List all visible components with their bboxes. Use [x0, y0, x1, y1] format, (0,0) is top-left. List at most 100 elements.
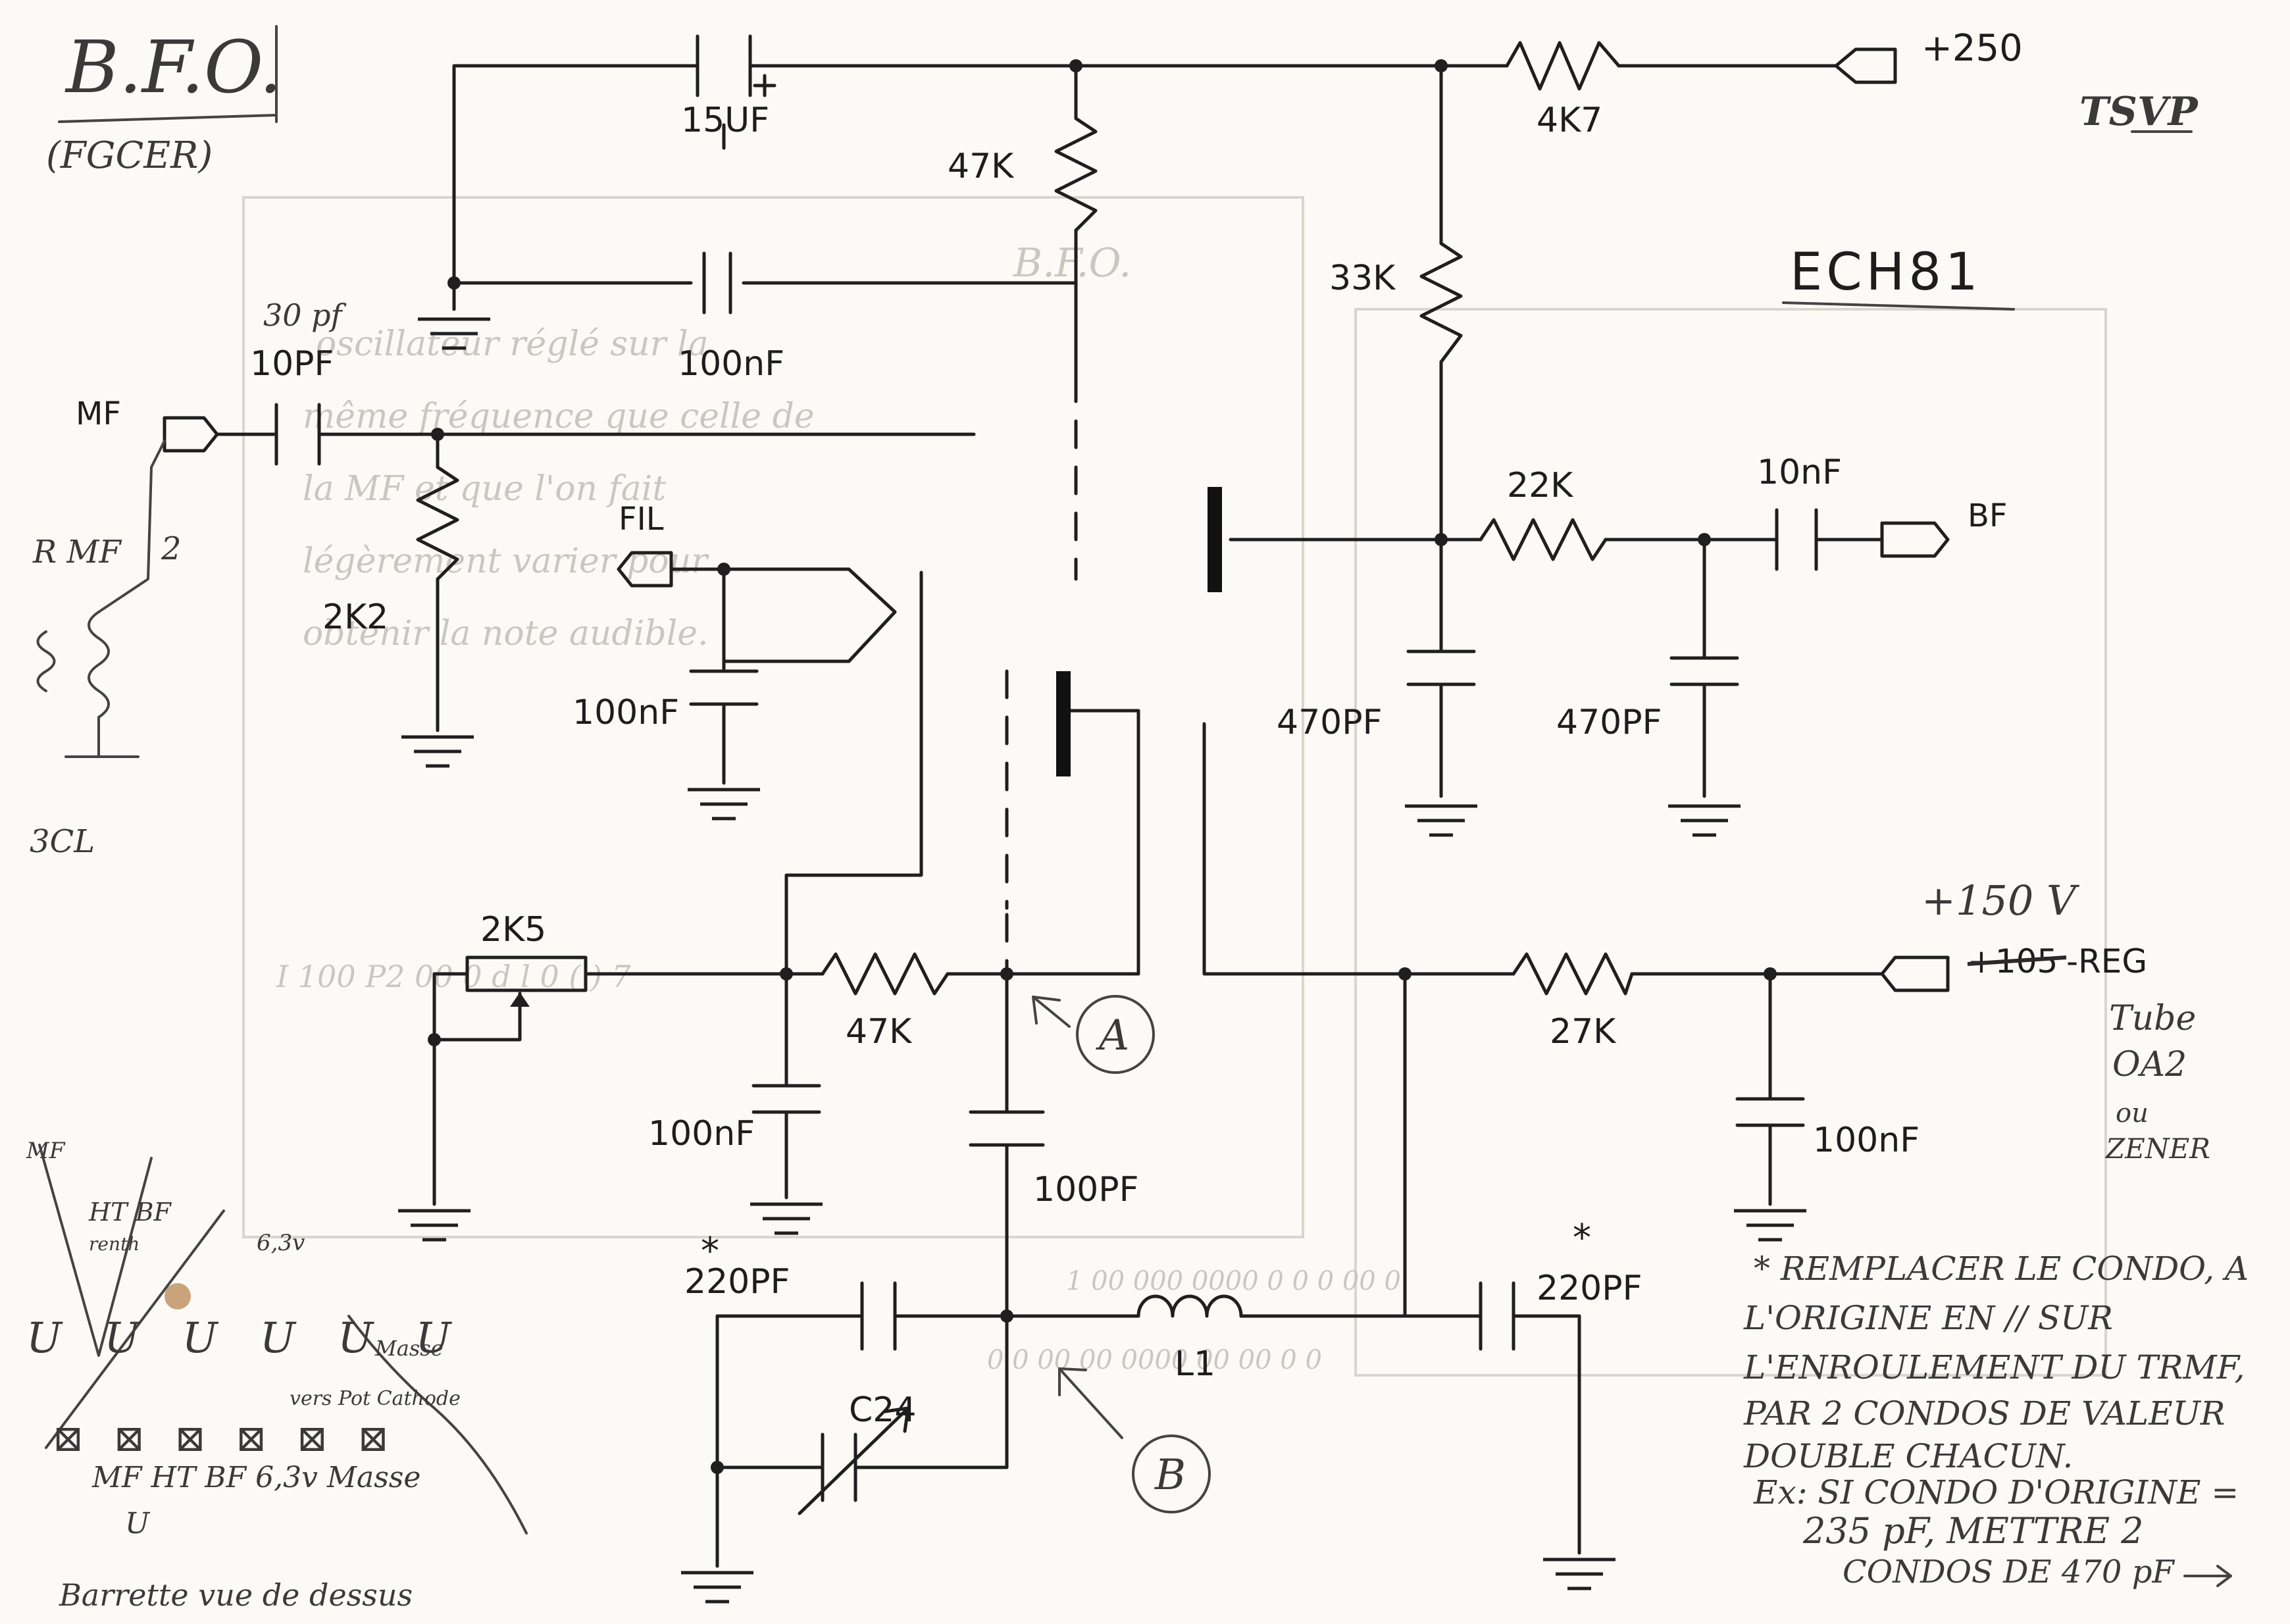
resistor-47k-top [1054, 116, 1098, 232]
supply-250-label: +250 [1921, 27, 2023, 70]
ground-symbol [398, 1211, 471, 1240]
ground-symbol [688, 790, 760, 819]
note-barrette: Barrette vue de dessus [59, 1577, 413, 1613]
terminal-reg [1880, 955, 1950, 992]
label-100nf-pot: 100nF [648, 1114, 755, 1154]
capacitor-100nf-top [702, 251, 732, 315]
asterisk-220pf-b: * [1573, 1217, 1591, 1259]
port-mf-label: MF [76, 395, 121, 432]
label-27k: 27K [1550, 1012, 1617, 1052]
remplacer-line-1: * REMPLACER LE CONDO, A [1754, 1250, 2249, 1288]
svg-text:U U U U U U: U U U U U U [26, 1314, 465, 1363]
ground-symbol [750, 1204, 823, 1233]
remplacer-line-5: DOUBLE CHACUN. [1743, 1437, 2073, 1475]
label-470pf-a: 470PF [1277, 703, 1383, 742]
label-470pf-b: 470PF [1556, 703, 1662, 742]
capacitor-470pf-a [1406, 649, 1476, 686]
supply-150-label: +150 V [1921, 876, 2080, 925]
capacitor-470pf-b [1669, 656, 1739, 686]
terminal-bf [1880, 521, 1950, 558]
reg-label: -REG [2066, 942, 2147, 980]
note-bottom-row: MF HT BF 6,3v Masse [91, 1461, 420, 1494]
note-bottom-sub: U [125, 1507, 151, 1540]
capacitor-15uf [696, 34, 776, 150]
svg-text:la MF et que l'on fait: la MF et que l'on fait [303, 469, 666, 509]
wiring [215, 64, 1884, 1568]
marker-b [1058, 1367, 1211, 1513]
resistor-4k7 [1505, 41, 1621, 91]
note-ht-bf: HT BF [88, 1198, 172, 1227]
ground-symbol [1405, 806, 1477, 835]
label-2k5: 2K5 [480, 910, 546, 950]
subtitle: (FGCER) [46, 134, 213, 177]
resistor-33k [1419, 241, 1463, 364]
label-100pf: 100PF [1033, 1170, 1139, 1209]
note-mf-small: MF [26, 1138, 66, 1164]
note-rmf: R MF [32, 534, 122, 571]
terminal-250 [1834, 47, 1897, 84]
label-4k7: 4K7 [1537, 101, 1602, 140]
remplacer-line-8: CONDOS DE 470 pF [1843, 1554, 2175, 1590]
tsvp-note: TSVP [2079, 89, 2199, 135]
label-l1: L1 [1175, 1344, 1215, 1384]
port-fil-label: FIL [619, 501, 664, 538]
tube-type: ECH81 [1790, 243, 1982, 302]
margin-sketch-coil [36, 440, 166, 758]
note-masse: Masse [374, 1336, 444, 1361]
marker-a [1032, 995, 1155, 1074]
tube-anode-plate [1208, 487, 1222, 592]
capacitor-10nf [1775, 508, 1818, 571]
svg-text:⊠ ⊠ ⊠ ⊠ ⊠ ⊠: ⊠ ⊠ ⊠ ⊠ ⊠ ⊠ [53, 1417, 398, 1460]
svg-text:obtenir la note audible.: obtenir la note audible. [303, 614, 709, 653]
ground-symbol [401, 737, 474, 766]
tube-note-2: OA2 [2112, 1045, 2187, 1084]
label-220pf-a: 220PF [684, 1262, 790, 1302]
asterisk-220pf-a: * [701, 1230, 719, 1273]
label-47k-mid: 47K [846, 1012, 913, 1052]
label-10pf: 10PF [250, 344, 334, 384]
port-bf-label: BF [1968, 497, 2008, 534]
note-vers-pot: vers Pot Cathode [290, 1387, 461, 1410]
remplacer-line-6: Ex: SI CONDO D'ORIGINE = [1753, 1473, 2239, 1511]
label-33k: 33K [1329, 259, 1396, 298]
capacitor-100nf-fil [689, 669, 759, 706]
tube-grid-plate [1056, 671, 1071, 776]
note-ht-sub: renth [89, 1233, 140, 1255]
terminal-fil [617, 551, 673, 588]
remplacer-line-4: PAR 2 CONDOS DE VALEUR [1743, 1394, 2225, 1433]
label-100nf-top: 100nF [678, 344, 784, 384]
note-rmf-num: 2 [161, 530, 182, 567]
marker-b-label: B [1154, 1451, 1186, 1500]
title-frame [58, 25, 2193, 311]
svg-text:1 00 000 0000 0 0 0 00 0: 1 00 000 0000 0 0 0 00 0 [1066, 1266, 1401, 1296]
note-bcl: 3CL [30, 823, 95, 860]
resistor-27k [1512, 952, 1634, 996]
ground-symbol [1668, 806, 1741, 835]
label-2k2: 2K2 [322, 597, 388, 637]
inductor-l1 [1136, 1294, 1243, 1318]
terminal-mf [163, 416, 219, 453]
label-15uf: 15UF [681, 101, 769, 140]
tube-note-3: ou [2116, 1098, 2149, 1129]
label-10nf: 10nF [1757, 453, 1842, 492]
resistor-2k2 [416, 465, 459, 581]
capacitor-220pf-b [1479, 1281, 1515, 1351]
bleed-through: B.F.O. oscillateur réglé sur la même fré… [242, 196, 2107, 1377]
ground-symbol [1734, 1211, 1806, 1240]
remplacer-line-7: 235 pF, METTRE 2 [1802, 1510, 2144, 1552]
svg-text:même fréquence que celle de: même fréquence que celle de [303, 397, 815, 436]
note-6v3-top: 6,3v [257, 1230, 305, 1256]
tube-note-4: ZENER [2104, 1132, 2210, 1165]
resistor-47k-mid [821, 952, 950, 996]
capacitor-100nf-pot [751, 1084, 821, 1114]
margin-sketch-pins [38, 1144, 528, 1535]
tube-note-1: Tube [2109, 999, 2196, 1038]
resistor-22k [1479, 518, 1608, 561]
svg-text:oscillateur réglé sur la: oscillateur réglé sur la [316, 324, 709, 364]
ground-symbol [681, 1573, 753, 1602]
ground-symbol [1543, 1560, 1616, 1588]
label-c24: C24 [849, 1390, 916, 1430]
svg-text:légèrement varier pour: légèrement varier pour [303, 542, 709, 581]
svg-text:0 0 00 00 0000 00 00 0 0: 0 0 00 00 0000 00 00 0 0 [987, 1345, 1322, 1375]
